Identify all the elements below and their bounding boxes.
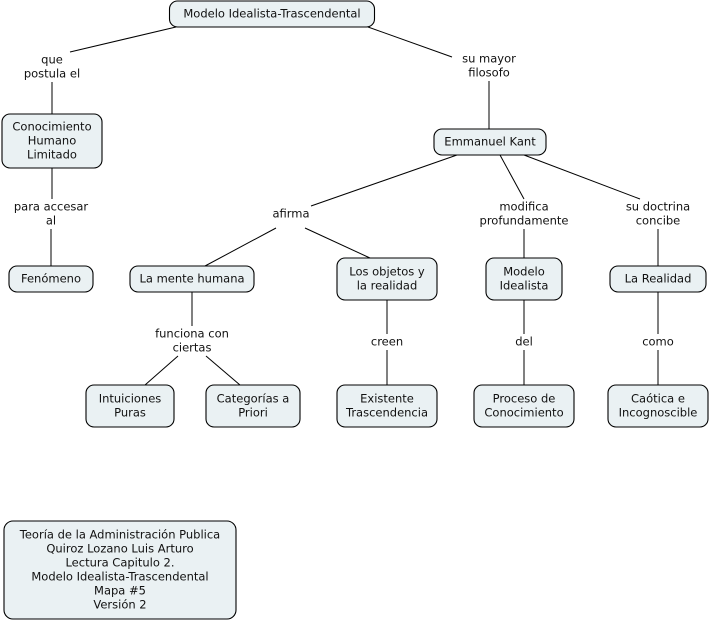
node-kant[interactable]: Emmanuel Kant (433, 128, 547, 156)
link-label-del: del (515, 335, 533, 349)
edge-afirma-to-mente (204, 227, 277, 267)
node-label-realidad: La Realidad (625, 272, 692, 286)
edge-kant-to-doctrina (523, 154, 641, 200)
node-box-existente[interactable] (336, 384, 438, 428)
edge-kant-to-afirma (310, 154, 458, 207)
edge-afirma-to-objetos (304, 227, 371, 259)
node-label-root: Modelo Idealista-Trascendental (183, 7, 360, 21)
legend-line: Lectura Capitulo 2. (65, 556, 174, 570)
node-box-modelo-idealista[interactable] (485, 257, 563, 301)
legend-layer: Teoría de la Administración PublicaQuiro… (3, 520, 237, 620)
node-fenomeno[interactable]: Fenómeno (8, 265, 94, 293)
link-label-text-su-mayor-filosofo: filosofo (468, 66, 510, 80)
node-box-root[interactable] (168, 0, 376, 28)
node-label-intuiciones: Puras (114, 406, 146, 420)
link-label-text-del: del (515, 335, 533, 349)
edge-kant-to-modifica (499, 154, 525, 200)
edge-funciona-to-intuiciones (144, 355, 179, 386)
node-label-objetos: Los objetos y (349, 265, 425, 279)
node-box-caotica[interactable] (607, 384, 709, 428)
node-mente[interactable]: La mente humana (129, 265, 255, 293)
node-box-realidad[interactable] (609, 265, 707, 293)
node-box-categorias[interactable] (205, 384, 301, 428)
node-label-modelo-idealista: Idealista (500, 279, 549, 293)
link-label-text-que-postula-el: postula el (24, 67, 80, 81)
node-label-kant: Emmanuel Kant (444, 135, 536, 149)
link-label-text-funciona-con-ciertas: funciona con (155, 327, 229, 341)
node-label-intuiciones: Intuiciones (99, 392, 162, 406)
node-label-categorias: Categorías a (217, 392, 290, 406)
node-label-existente: Trascendencia (345, 406, 428, 420)
link-label-text-su-doctrina-concibe: su doctrina (626, 200, 690, 214)
legend-box (3, 520, 237, 620)
legend-line: Versión 2 (93, 598, 146, 612)
edges-layer (50, 26, 659, 386)
link-label-text-funciona-con-ciertas: ciertas (173, 341, 212, 355)
legend: Teoría de la Administración PublicaQuiro… (3, 520, 237, 620)
node-box-proceso[interactable] (473, 384, 575, 428)
node-box-objetos[interactable] (336, 257, 438, 301)
link-label-como: como (642, 335, 674, 349)
node-box-intuiciones[interactable] (85, 384, 175, 428)
node-label-caotica: Incognoscible (619, 406, 698, 420)
node-objetos[interactable]: Los objetos yla realidad (336, 257, 438, 301)
link-label-text-modifica-profundamente: profundamente (480, 214, 569, 228)
edge-root-to-su-mayor (367, 26, 453, 58)
node-label-objetos: la realidad (357, 279, 418, 293)
legend-line: Modelo Idealista-Trascendental (31, 570, 208, 584)
link-label-text-como: como (642, 335, 674, 349)
node-realidad[interactable]: La Realidad (609, 265, 707, 293)
node-label-proceso: Proceso de (493, 392, 556, 406)
link-label-text-que-postula-el: que (41, 53, 63, 67)
node-label-conocimiento: Humano (28, 134, 77, 148)
legend-line: Quiroz Lozano Luis Arturo (46, 542, 193, 556)
legend-line: Mapa #5 (94, 584, 146, 598)
node-label-conocimiento: Conocimiento (12, 120, 91, 134)
nodes-layer: Modelo Idealista-TrascendentalConocimien… (1, 0, 709, 428)
node-label-modelo-idealista: Modelo (503, 265, 545, 279)
node-box-kant[interactable] (433, 128, 547, 156)
node-label-conocimiento: Limitado (27, 148, 77, 162)
link-label-text-afirma: afirma (272, 207, 309, 221)
link-label-text-modifica-profundamente: modifica (499, 200, 548, 214)
node-box-fenomeno[interactable] (8, 265, 94, 293)
link-label-text-creen: creen (371, 335, 403, 349)
edge-root-to-que-postula (69, 26, 177, 53)
link-label-afirma: afirma (272, 207, 309, 221)
edge-funciona-to-categorias (205, 355, 241, 386)
node-label-categorias: Priori (238, 406, 268, 420)
legend-line: Teoría de la Administración Publica (19, 528, 220, 542)
node-box-conocimiento[interactable] (1, 113, 103, 169)
link-label-text-su-mayor-filosofo: su mayor (462, 52, 516, 66)
node-root[interactable]: Modelo Idealista-Trascendental (168, 0, 376, 28)
link-label-text-para-accesar-al: para accesar (14, 200, 89, 214)
link-label-text-su-doctrina-concibe: concibe (636, 214, 681, 228)
node-label-mente: La mente humana (139, 272, 244, 286)
node-label-existente: Existente (360, 392, 414, 406)
node-box-mente[interactable] (129, 265, 255, 293)
link-label-creen: creen (371, 335, 403, 349)
node-label-fenomeno: Fenómeno (21, 272, 81, 286)
node-label-proceso: Conocimiento (484, 406, 563, 420)
node-label-caotica: Caótica e (631, 392, 685, 406)
link-label-text-para-accesar-al: al (46, 214, 56, 228)
